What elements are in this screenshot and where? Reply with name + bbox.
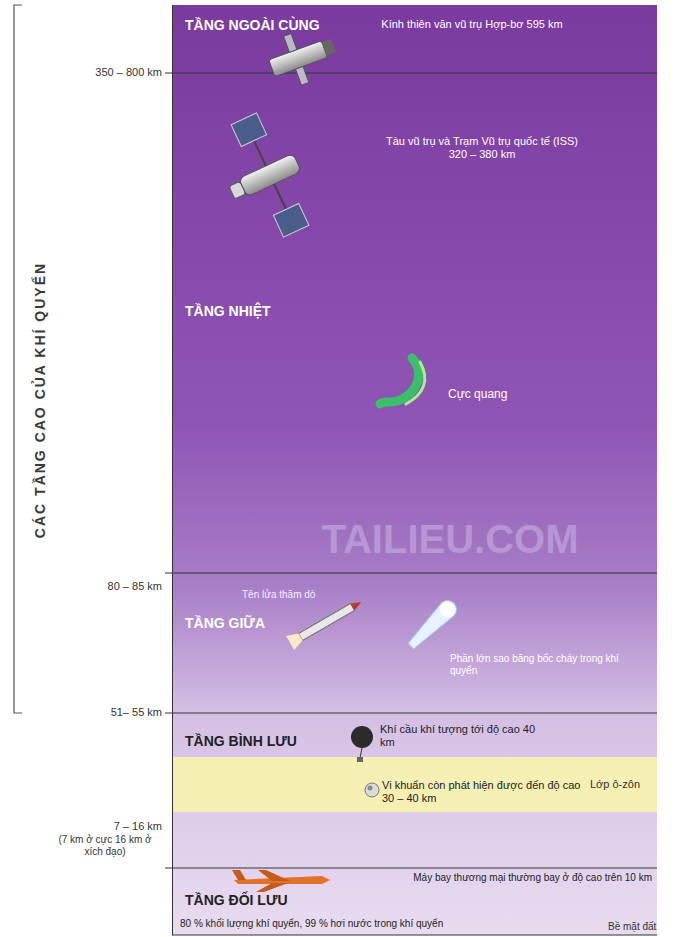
- ground-label: Bề mặt đất: [608, 921, 693, 933]
- altitude-label: 80 – 85 km: [30, 580, 162, 593]
- airplane-caption: Máy bay thương mại thường bay ở độ cao t…: [332, 872, 652, 884]
- aurora-caption: Cực quang: [448, 387, 568, 401]
- balloon-caption: Khí cầu khí tượng tới độ cao 40 km: [380, 723, 550, 749]
- altitude-label: 350 – 800 km: [30, 66, 162, 79]
- ozone-label: Lớp ô-zôn: [590, 778, 656, 791]
- layer-name: TẦNG ĐỐI LƯU: [185, 892, 345, 909]
- layer-name: TẦNG NGOÀI CÙNG: [185, 17, 385, 34]
- stratosphere-band: TẦNG BÌNH LƯU Khí cầu khí tượng tới độ ca…: [172, 713, 657, 868]
- layer-name: TẦNG NHIỆT: [185, 303, 385, 320]
- altitude-label: 7 – 16 km: [30, 820, 162, 833]
- exosphere-band: TẦNG NGOÀI CÙNGKính thiên văn vũ trụ Hợp…: [172, 5, 657, 73]
- layer-note: 80 % khối lượng khí quyển, 99 % hơi nước…: [180, 918, 650, 930]
- rocket-caption: Tên lửa thăm dò: [242, 589, 362, 601]
- bracket-title: CÁC TẦNG CAO CỦA KHÍ QUYỂN: [32, 260, 49, 540]
- bacteria-caption: Vi khuẩn còn phát hiện được đến độ cao 3…: [382, 779, 592, 805]
- satellite-caption: Kính thiên văn vũ trụ Hợp-bơ 595 km: [372, 18, 572, 31]
- watermark: TAILIEU.COM: [300, 515, 600, 563]
- meteor-caption: Phần lớn sao băng bốc cháy trong khí quy…: [450, 653, 640, 677]
- altitude-label: 51– 55 km: [30, 706, 162, 719]
- troposphere-band: Máy bay thương mại thường bay ở độ cao t…: [172, 868, 657, 935]
- layer-name: TẦNG GIỮA: [185, 615, 335, 632]
- mesosphere-band: Tên lửa thăm dò TẦNG GIỮA Phần lớn sao băn…: [172, 573, 657, 713]
- altitude-note: (7 km ở cực 16 km ở xích đạo): [48, 834, 162, 858]
- layer-name: TẦNG BÌNH LƯU: [185, 733, 345, 750]
- thermosphere-band: Tàu vũ trụ và Trạm Vũ trụ quốc tế (ISS) …: [172, 73, 657, 573]
- spacecraft-caption: Tàu vũ trụ và Trạm Vũ trụ quốc tế (ISS) …: [382, 135, 582, 161]
